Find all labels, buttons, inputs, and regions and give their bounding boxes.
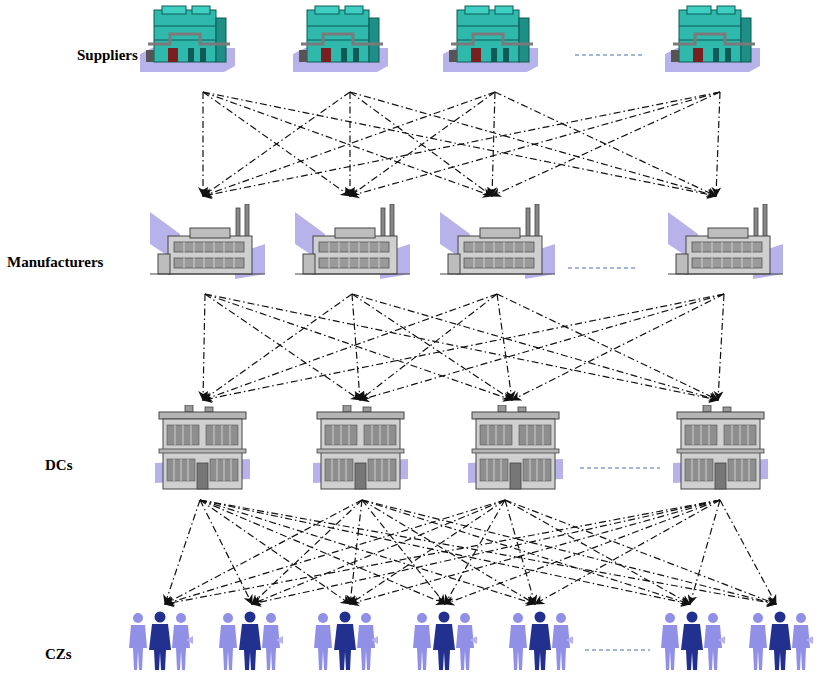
ellipsis-line (580, 468, 660, 469)
flow-arrow (203, 294, 497, 400)
flow-arrow (445, 500, 720, 604)
flow-arrow (252, 500, 720, 604)
flow-arrow (505, 500, 690, 604)
flow-arrow (535, 500, 720, 604)
flow-arrow (362, 500, 776, 604)
manufacturer-icons (150, 204, 783, 279)
flow-arrow (165, 500, 505, 604)
dc-icons (155, 405, 768, 489)
manufacturer-icon (668, 204, 783, 279)
flow-arrow (350, 500, 362, 604)
people-icon (219, 612, 283, 671)
flow-arrow (512, 294, 724, 400)
flow-arrow (690, 500, 720, 604)
dc-icon (155, 405, 250, 489)
dc-icon (313, 405, 408, 489)
people-icon (749, 612, 813, 671)
supplier-icon (293, 6, 388, 72)
flow-arrow (352, 294, 718, 400)
flow-arrow (203, 92, 495, 196)
flow-arrow (203, 294, 205, 400)
flow-arrow (165, 500, 362, 604)
manufacturer-icon (150, 204, 265, 279)
customer-zone-icons (129, 612, 813, 671)
flow-arrow (350, 92, 495, 196)
ellipsis-line (585, 650, 650, 651)
flow-arrow (203, 294, 724, 400)
flow-arrow (165, 500, 720, 604)
flow-arrow (718, 294, 724, 400)
ellipsis-line (575, 55, 645, 56)
flow-arrow (350, 92, 492, 196)
row-label: Manufacturers (6, 253, 104, 271)
flow-arrow (252, 500, 505, 604)
flow-arrow (360, 294, 724, 400)
flow-arrow (203, 92, 720, 196)
manufacturer-icon (440, 204, 555, 279)
flow-arrow (716, 92, 720, 196)
flow-arrow (360, 294, 497, 400)
people-icon (314, 612, 378, 671)
flow-arrow (362, 500, 535, 604)
flow-arrow (200, 500, 776, 604)
flow-arrow (505, 500, 535, 604)
flow-arrow (349, 92, 350, 196)
supplier-icon (665, 6, 760, 72)
flow-arrow (497, 294, 512, 400)
flow-arrow (495, 92, 716, 196)
people-icon (661, 612, 725, 671)
people-icon (509, 612, 573, 671)
flow-arrow (505, 500, 776, 604)
dc-icon (673, 405, 768, 489)
flow-arrow (492, 92, 495, 196)
flow-arrow (202, 92, 203, 196)
flow-arrow (203, 294, 352, 400)
supplier-icon (140, 6, 235, 72)
flow-arrow (203, 92, 350, 196)
flow-arrow (350, 92, 720, 196)
flow-arrow (362, 500, 445, 604)
flow-arrow (445, 500, 505, 604)
flow-arrow (350, 500, 720, 604)
row-label: Suppliers (76, 46, 139, 64)
people-icon (413, 612, 477, 671)
row-label: CZs (44, 645, 73, 663)
flow-arrow (252, 500, 362, 604)
flow-arrow (492, 92, 720, 196)
flow-arrow (497, 294, 718, 400)
flow-arrow (200, 500, 252, 604)
flow-arrow (350, 500, 505, 604)
manufacturer-icon (295, 204, 410, 279)
flow-arrow (720, 500, 776, 604)
flow-arrow (352, 294, 360, 400)
people-icon (129, 612, 193, 671)
supplier-icon (443, 6, 538, 72)
supplier-icons (140, 6, 760, 72)
flow-arrow (203, 92, 350, 196)
ellipsis-line (568, 268, 635, 269)
row-label: DCs (44, 456, 74, 474)
flow-arrow (352, 294, 512, 400)
dc-icon (468, 405, 563, 489)
